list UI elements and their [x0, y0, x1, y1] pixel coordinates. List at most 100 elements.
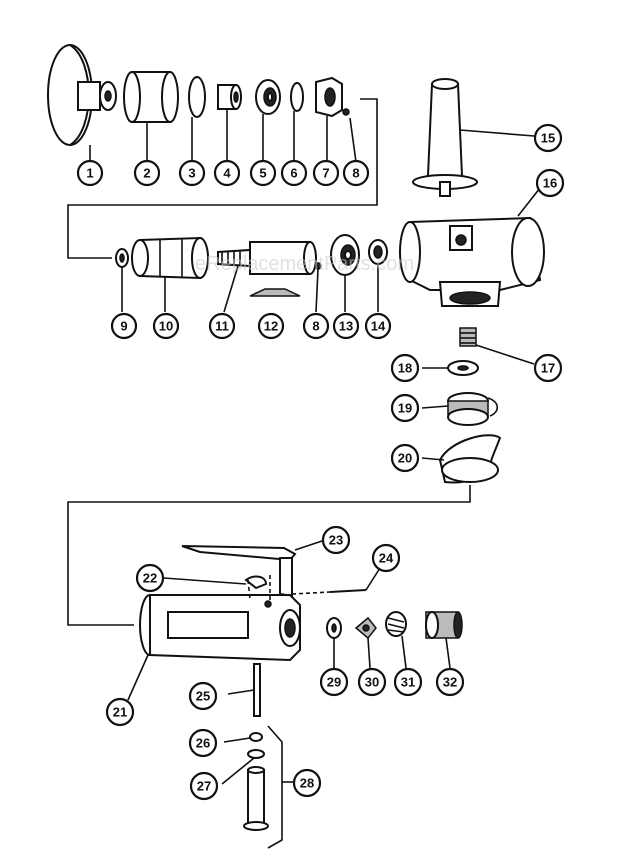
part-20-guard [421, 434, 502, 484]
part-27-o-ring [221, 749, 265, 785]
callout-15: 15 [533, 123, 563, 153]
lower-bracket [67, 485, 471, 626]
svg-text:8: 8 [312, 319, 319, 334]
part-29-washer [326, 617, 342, 668]
callout-6: 6 [280, 159, 308, 187]
callout-11: 11 [208, 312, 236, 340]
svg-text:15: 15 [541, 131, 555, 146]
svg-text:12: 12 [264, 319, 278, 334]
svg-text:3: 3 [188, 166, 195, 181]
part-10-cylinder [131, 236, 209, 280]
svg-text:10: 10 [159, 319, 173, 334]
svg-text:4: 4 [223, 166, 231, 181]
svg-text:24: 24 [379, 551, 394, 566]
part-7-nut [315, 76, 343, 118]
svg-text:30: 30 [365, 675, 379, 690]
callout-9: 9 [110, 312, 138, 340]
part-3-o-ring [188, 76, 206, 118]
callout-22: 22 [135, 563, 165, 593]
part-15-handle [412, 78, 535, 197]
callout-20: 20 [390, 443, 420, 473]
callout-14: 14 [364, 312, 392, 340]
part-32-inlet [425, 611, 463, 669]
svg-text:1: 1 [86, 166, 93, 181]
callout-12: 12 [257, 312, 285, 340]
callout-32: 32 [435, 667, 465, 697]
watermark-text: eReplacementParts.com [195, 253, 414, 275]
svg-text:11: 11 [215, 319, 229, 334]
svg-text:32: 32 [443, 675, 457, 690]
svg-text:25: 25 [196, 689, 210, 704]
part-4-spacer [217, 84, 242, 110]
part-12-vane [249, 288, 301, 297]
callout-29: 29 [319, 667, 349, 697]
part-8-ball [342, 108, 350, 116]
part-1-backing-pad [47, 44, 117, 146]
part-19-nut [421, 392, 499, 426]
svg-text:19: 19 [398, 401, 412, 416]
svg-text:6: 6 [290, 166, 297, 181]
svg-text:26: 26 [196, 736, 210, 751]
part-14-bearing [368, 239, 388, 265]
part-6-o-ring [290, 82, 304, 112]
svg-text:7: 7 [322, 166, 329, 181]
callout-1: 1 [76, 159, 104, 187]
part-28-valve-stem [243, 725, 294, 849]
svg-text:23: 23 [329, 533, 343, 548]
part-11-rotor [217, 241, 317, 275]
callout-30: 30 [357, 667, 387, 697]
svg-text:29: 29 [327, 675, 341, 690]
svg-text:28: 28 [300, 776, 314, 791]
svg-text:8: 8 [352, 166, 359, 181]
callout-3: 3 [178, 159, 206, 187]
svg-text:16: 16 [543, 176, 557, 191]
svg-text:31: 31 [401, 675, 415, 690]
svg-text:22: 22 [143, 571, 157, 586]
part-17-spring [459, 327, 535, 365]
part-25-rod [227, 663, 261, 717]
svg-text:14: 14 [371, 319, 386, 334]
part-30-valve [354, 616, 377, 669]
part-26-o-ring [223, 732, 263, 743]
part-24-pin [291, 567, 381, 595]
part-22-clip [163, 575, 268, 590]
callout-8-mid: 8 [302, 312, 330, 340]
svg-text:13: 13 [339, 319, 353, 334]
svg-text:5: 5 [259, 166, 266, 181]
callout-5: 5 [249, 159, 277, 187]
part-18-washer [422, 360, 479, 376]
callout-26: 26 [188, 728, 218, 758]
callout-31: 31 [393, 667, 423, 697]
svg-text:9: 9 [120, 319, 127, 334]
svg-text:17: 17 [541, 361, 555, 376]
callout-28: 28 [292, 768, 322, 798]
part-16-housing [399, 187, 545, 307]
row1-leaders [67, 98, 378, 259]
callout-8-top: 8 [342, 159, 370, 187]
part-21-motor-housing [127, 575, 301, 701]
callout-19: 19 [390, 393, 420, 423]
part-9-washer [115, 248, 129, 268]
part-31-spring [385, 611, 407, 669]
callout-17: 17 [533, 353, 563, 383]
svg-text:2: 2 [143, 166, 150, 181]
part-5-bearing [255, 79, 281, 115]
callout-18: 18 [390, 353, 420, 383]
svg-text:20: 20 [398, 451, 412, 466]
callout-10: 10 [152, 312, 180, 340]
callout-2: 2 [133, 159, 161, 187]
row2-leaders [121, 264, 379, 313]
callout-27: 27 [189, 771, 219, 801]
callout-21: 21 [105, 697, 135, 727]
callout-7: 7 [312, 159, 340, 187]
part-2-collar [123, 71, 179, 123]
part-23-lever [181, 539, 326, 598]
svg-text:21: 21 [113, 705, 127, 720]
svg-text:27: 27 [197, 779, 211, 794]
callout-16: 16 [535, 168, 565, 198]
callout-25: 25 [188, 681, 218, 711]
callout-13: 13 [332, 312, 360, 340]
callout-23: 23 [321, 525, 351, 555]
callout-24: 24 [371, 543, 401, 573]
